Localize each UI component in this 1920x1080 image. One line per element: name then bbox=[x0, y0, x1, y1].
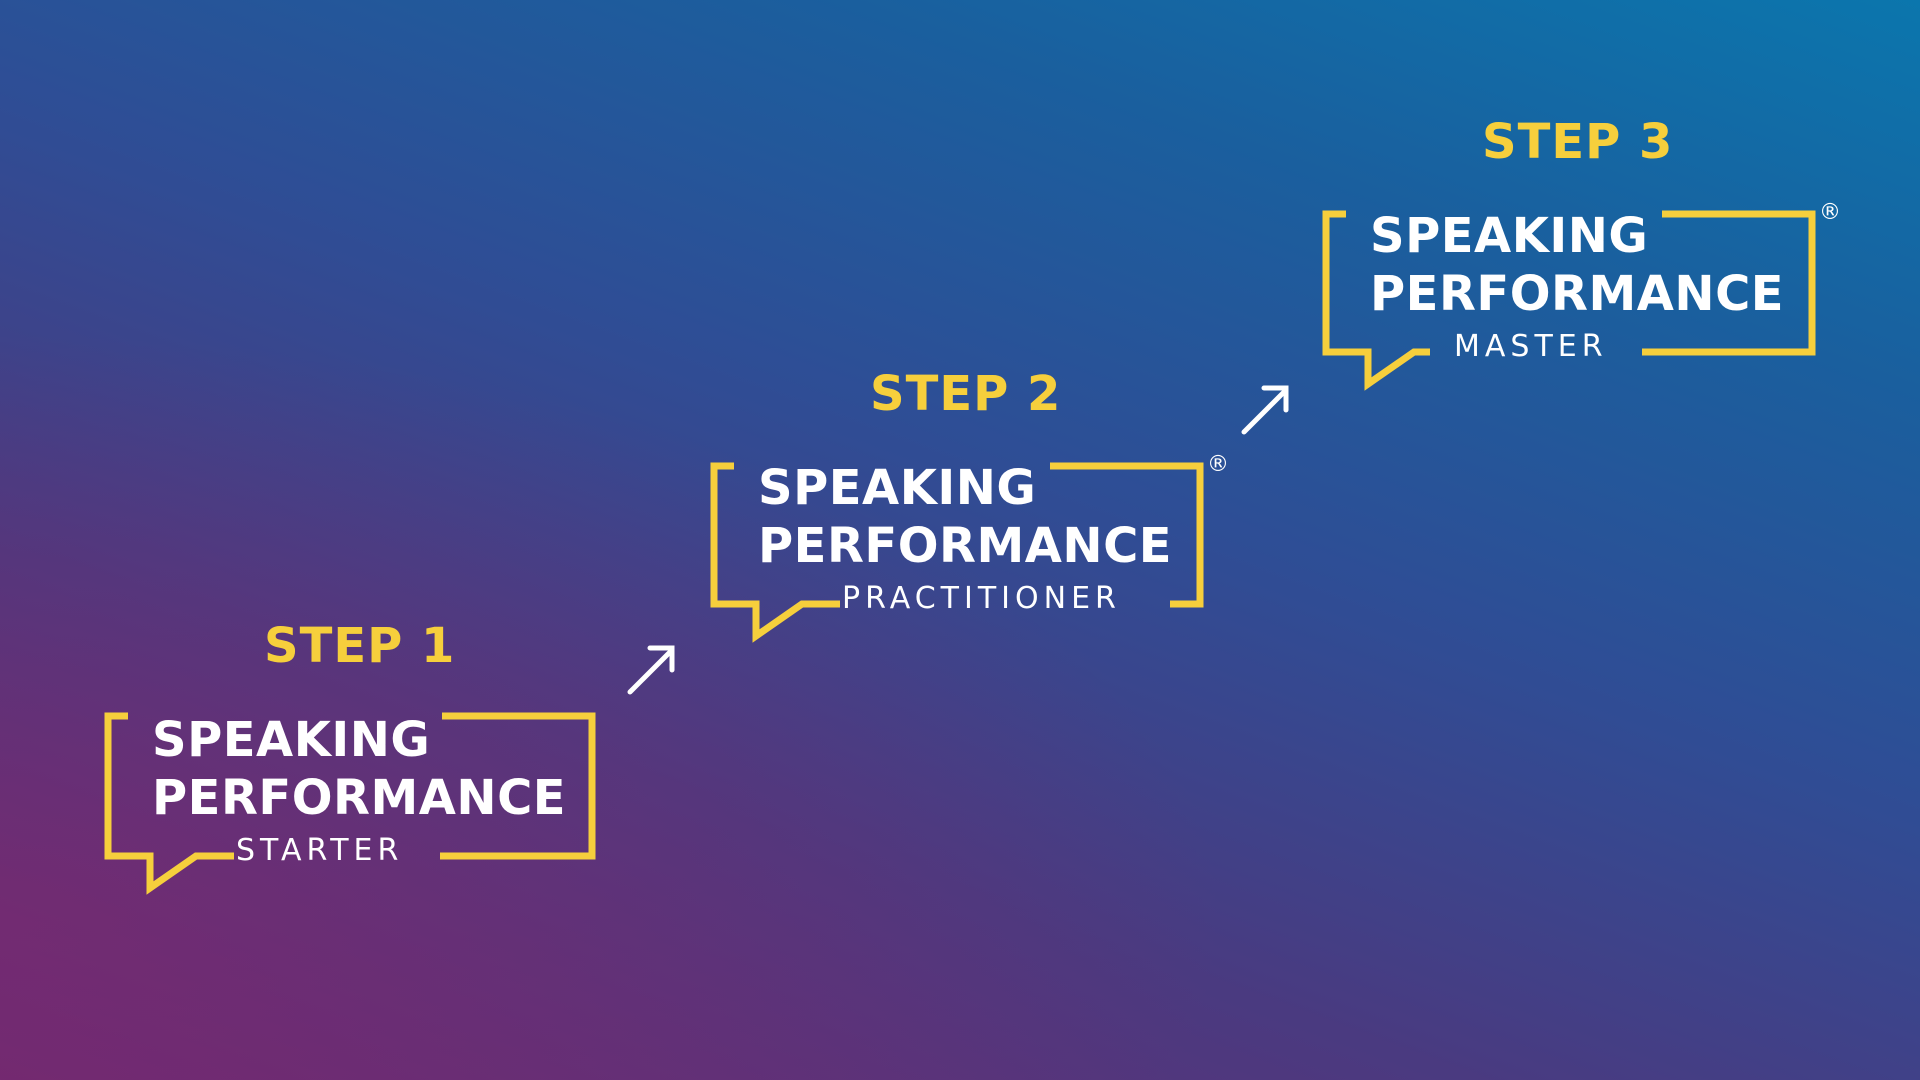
logo-level-master: MASTER bbox=[1454, 329, 1608, 364]
step-1-heading: STEP 1 bbox=[264, 618, 456, 674]
logo-title-line1: SPEAKING bbox=[152, 712, 431, 768]
arrow-up-right-icon bbox=[627, 645, 675, 695]
speech-bubble-frame bbox=[1322, 210, 1816, 391]
speech-bubble-frame bbox=[104, 712, 596, 895]
step-1-logo: SPEAKING PERFORMANCE STARTER bbox=[104, 712, 624, 906]
logo-title-line1: SPEAKING bbox=[758, 460, 1037, 516]
registered-mark: ® bbox=[1207, 452, 1229, 477]
speech-bubble-frame bbox=[710, 462, 1204, 643]
logo-level-practitioner: PRACTITIONER bbox=[842, 581, 1121, 616]
step-2-logo: SPEAKING PERFORMANCE PRACTITIONER ® bbox=[710, 454, 1230, 654]
logo-title-line2: PERFORMANCE bbox=[1370, 266, 1785, 322]
logo-level-starter: STARTER bbox=[236, 833, 404, 868]
step-3-logo: SPEAKING PERFORMANCE MASTER ® bbox=[1322, 202, 1842, 402]
arrow-up-right-icon bbox=[1241, 385, 1289, 435]
registered-mark: ® bbox=[1819, 200, 1841, 225]
logo-title-line1: SPEAKING bbox=[1370, 208, 1649, 264]
step-3-heading: STEP 3 bbox=[1482, 114, 1674, 170]
logo-title-line2: PERFORMANCE bbox=[152, 770, 567, 826]
logo-title-line2: PERFORMANCE bbox=[758, 518, 1173, 574]
step-2-heading: STEP 2 bbox=[870, 366, 1062, 422]
